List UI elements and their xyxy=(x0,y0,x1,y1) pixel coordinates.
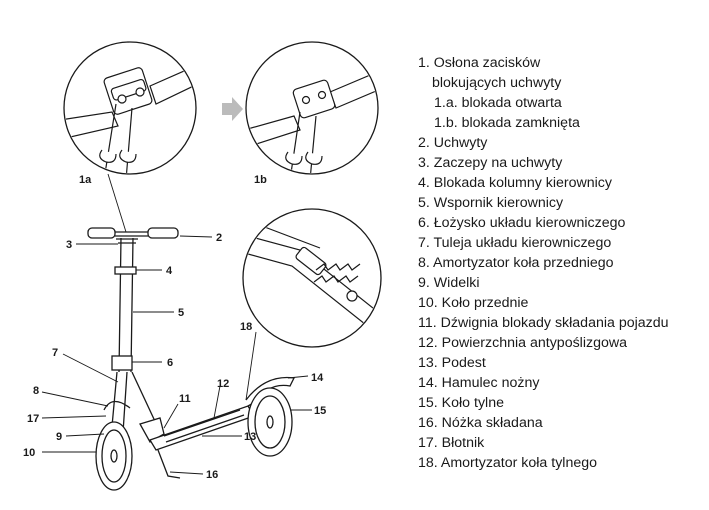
callout-14: 14 xyxy=(311,372,324,384)
legend-item: 18. Amortyzator koła tylnego xyxy=(418,455,598,471)
legend-item: 6. Łożysko układu kierowniczego xyxy=(418,215,626,231)
legend-item: 8. Amortyzator koła przedniego xyxy=(418,255,614,271)
callout-8: 8 xyxy=(33,385,39,397)
callout-numbers: 2 3 4 5 6 7 8 9 10 11 12 13 14 15 16 17 … xyxy=(23,232,326,481)
callout-4: 4 xyxy=(166,265,173,277)
transition-arrow-icon xyxy=(222,97,243,121)
scooter-diagram: 1a 1b xyxy=(23,41,382,491)
callout-17: 17 xyxy=(27,413,39,425)
legend-item: 1.b. blokada zamknięta xyxy=(434,115,580,131)
legend-item: 13. Podest xyxy=(418,355,486,371)
callout-5: 5 xyxy=(178,307,184,319)
callout-15: 15 xyxy=(314,405,326,417)
legend-item: blokujących uchwyty xyxy=(432,75,562,91)
legend-item: 2. Uchwyty xyxy=(418,135,488,151)
legend-item: 16. Nóżka składana xyxy=(418,415,543,431)
detail-circle-1b xyxy=(245,41,379,175)
callout-10: 10 xyxy=(23,447,35,459)
legend-item: 12. Powierzchnia antypoślizgowa xyxy=(418,335,627,351)
legend-item: 1.a. blokada otwarta xyxy=(434,95,562,111)
detail-label-1a: 1a xyxy=(79,174,92,186)
legend-item: 17. Błotnik xyxy=(418,435,485,451)
legend-item: 4. Blokada kolumny kierownicy xyxy=(418,175,612,191)
legend-item: 9. Widelki xyxy=(418,275,480,291)
detail-circle-18 xyxy=(242,208,382,348)
legend-item: 14. Hamulec nożny xyxy=(418,375,540,391)
callout-16: 16 xyxy=(206,469,218,481)
callout-12: 12 xyxy=(217,378,229,390)
legend-item: 7. Tuleja układu kierowniczego xyxy=(418,235,612,251)
legend-item: 1. Osłona zacisków xyxy=(418,55,541,71)
legend-item: 10. Koło przednie xyxy=(418,295,529,311)
detail-label-1b: 1b xyxy=(254,174,267,186)
callout-2: 2 xyxy=(216,232,222,244)
detail-circle-1a xyxy=(63,41,197,175)
legend-item: 15. Koło tylne xyxy=(418,395,504,411)
legend-item: 11. Dźwignia blokady składania pojazdu xyxy=(418,315,669,331)
scooter-illustration xyxy=(87,227,295,491)
parts-legend: 1. Osłona zacisków blokujących uchwyty 1… xyxy=(418,53,709,473)
legend-item: 3. Zaczepy na uchwyty xyxy=(418,155,563,171)
callout-11: 11 xyxy=(179,393,191,405)
callout-13: 13 xyxy=(244,431,256,443)
callout-9: 9 xyxy=(56,431,62,443)
callout-6: 6 xyxy=(167,357,173,369)
callout-3: 3 xyxy=(66,239,72,251)
leader-lines xyxy=(41,173,312,475)
legend-item: 5. Wspornik kierownicy xyxy=(418,195,564,211)
callout-18: 18 xyxy=(240,321,252,333)
callout-7: 7 xyxy=(52,347,58,359)
